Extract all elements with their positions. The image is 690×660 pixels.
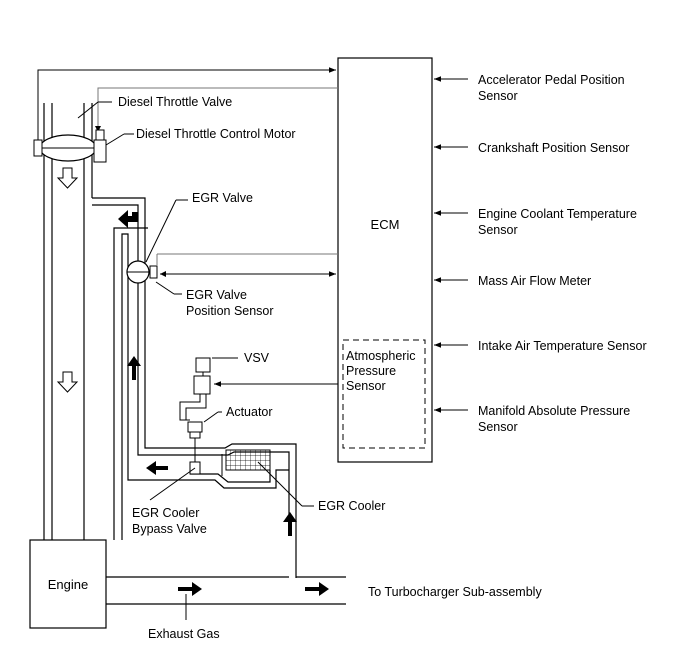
atmospheric-label-2: Pressure — [346, 364, 396, 378]
vsv-top — [195, 357, 211, 373]
diesel-throttle-valve-label: Diesel Throttle Valve — [118, 95, 232, 109]
sensor-coolant-2: Sensor — [478, 223, 518, 237]
exhaust-gas-label: Exhaust Gas — [148, 627, 220, 641]
sensor-map-2: Sensor — [478, 420, 518, 434]
actuator-label: Actuator — [226, 405, 273, 419]
sensor-crankshaft: Crankshaft Position Sensor — [478, 141, 629, 155]
diesel-throttle-motor — [93, 139, 107, 163]
egr-bypass-label-2: Bypass Valve — [132, 522, 207, 536]
throttle-motor-arrowhead — [95, 126, 101, 132]
sensor-coolant-1: Engine Coolant Temperature — [478, 207, 637, 221]
sensor-intake-temp: Intake Air Temperature Sensor — [478, 339, 647, 353]
intake-pipe-left — [43, 103, 53, 540]
ecm-box — [337, 57, 433, 463]
flow-arrow-bend — [118, 210, 138, 228]
egr-position-label-2: Position Sensor — [186, 304, 274, 318]
vsv-label: VSV — [244, 351, 270, 365]
intake-pipe-right — [83, 103, 190, 540]
engine-label: Engine — [48, 577, 88, 592]
sensor-arrows — [434, 76, 468, 413]
egr-position-sensor — [149, 265, 158, 279]
sensor-map-1: Manifold Absolute Pressure — [478, 404, 630, 418]
egr-position-label-1: EGR Valve — [186, 288, 247, 302]
turbo-label: To Turbocharger Sub-assembly — [368, 585, 542, 599]
throttle-left-block — [33, 139, 43, 157]
atmospheric-label-3: Sensor — [346, 379, 386, 393]
egr-cooler — [225, 449, 271, 471]
egr-valve-label: EGR Valve — [192, 191, 253, 205]
sensor-maf: Mass Air Flow Meter — [478, 274, 591, 288]
flow-arrow-down-1 — [56, 167, 79, 189]
flow-arrow-up-egr — [127, 356, 141, 380]
sensor-accelerator-2: Sensor — [478, 89, 518, 103]
flow-arrow-up-exhaust — [283, 512, 297, 536]
flow-arrow-right-2 — [305, 582, 329, 596]
throttle-motor-signal — [97, 87, 338, 132]
exhaust-pipe — [106, 576, 346, 605]
engine-box — [29, 539, 107, 629]
atmospheric-sensor-box — [342, 339, 426, 449]
egr-pipe — [113, 227, 185, 540]
flow-arrow-right-1 — [178, 582, 202, 596]
flow-arrow-left — [146, 461, 168, 475]
sensor-accelerator-1: Accelerator Pedal Position — [478, 73, 625, 87]
throttle-motor-cap — [95, 129, 105, 141]
diesel-throttle-motor-label: Diesel Throttle Control Motor — [136, 127, 296, 141]
flow-arrow-down-2 — [56, 371, 79, 393]
vsv-body — [193, 375, 211, 395]
egr-cooler-label: EGR Cooler — [318, 499, 385, 513]
ecm-to-throttle-signal — [37, 67, 336, 140]
ecm-label: ECM — [371, 217, 400, 232]
atmospheric-label-1: Atmospheric — [346, 349, 415, 363]
actuator — [187, 421, 203, 433]
egr-bypass-label-1: EGR Cooler — [132, 506, 199, 520]
